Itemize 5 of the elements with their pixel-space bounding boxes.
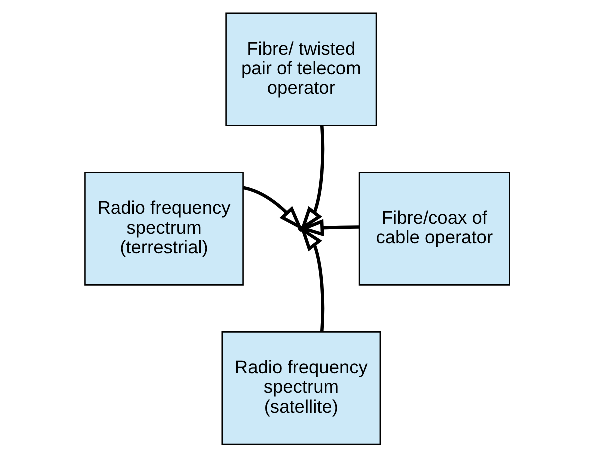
node-box: Fibre/coax of cable operator <box>358 172 510 286</box>
node-box: Radio frequency spectrum (terrestrial) <box>84 172 244 286</box>
node-box: Fibre/ twisted pair of telecom operator <box>225 12 377 126</box>
arrow <box>242 186 302 230</box>
node-box: Radio frequency spectrum (satellite) <box>221 332 381 446</box>
